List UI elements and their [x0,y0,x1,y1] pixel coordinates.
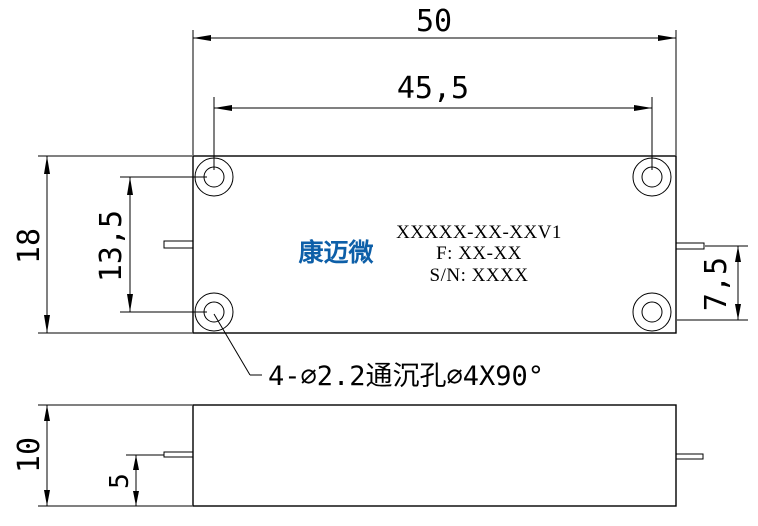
dim-hole-spacing-x: 45,5 [213,71,653,170]
dim-hole-spacing-y-text: 13,5 [94,210,129,282]
left-pin [163,240,193,249]
dim-overall-height: 18 [12,155,192,334]
dim-thickness-text: 10 [12,437,47,473]
part-number-label: XXXXX-XX-XXV1 [396,222,562,243]
top-view-body [192,155,677,334]
dim-pin-height-text: 5 [105,473,135,489]
side-view-body [192,404,677,507]
dim-hole-spacing-y: 13,5 [94,176,207,313]
brand-logo: 康迈微 [298,238,373,267]
right-pin [676,242,705,250]
dim-pin-height: 5 [105,454,164,506]
dim-overall-width-text: 50 [416,4,452,39]
dim-overall-height-text: 18 [12,228,47,264]
dim-overall-width: 50 [192,4,677,155]
dim-hole-spacing-x-text: 45,5 [397,71,469,106]
dim-pin-offset-text: 7,5 [699,257,734,311]
side-right-pin [676,453,704,460]
hole-callout: 4-∅2.2通沉孔∅4X90° [213,313,544,392]
dim-pin-offset: 7,5 [677,245,748,321]
frequency-label: F: XX-XX [436,243,522,264]
mounting-hole-bottom-right [632,292,672,332]
hole-callout-text: 4-∅2.2通沉孔∅4X90° [268,361,544,392]
serial-label: S/N: XXXX [430,265,529,286]
side-left-pin [163,451,193,458]
dim-thickness: 10 [12,404,192,507]
